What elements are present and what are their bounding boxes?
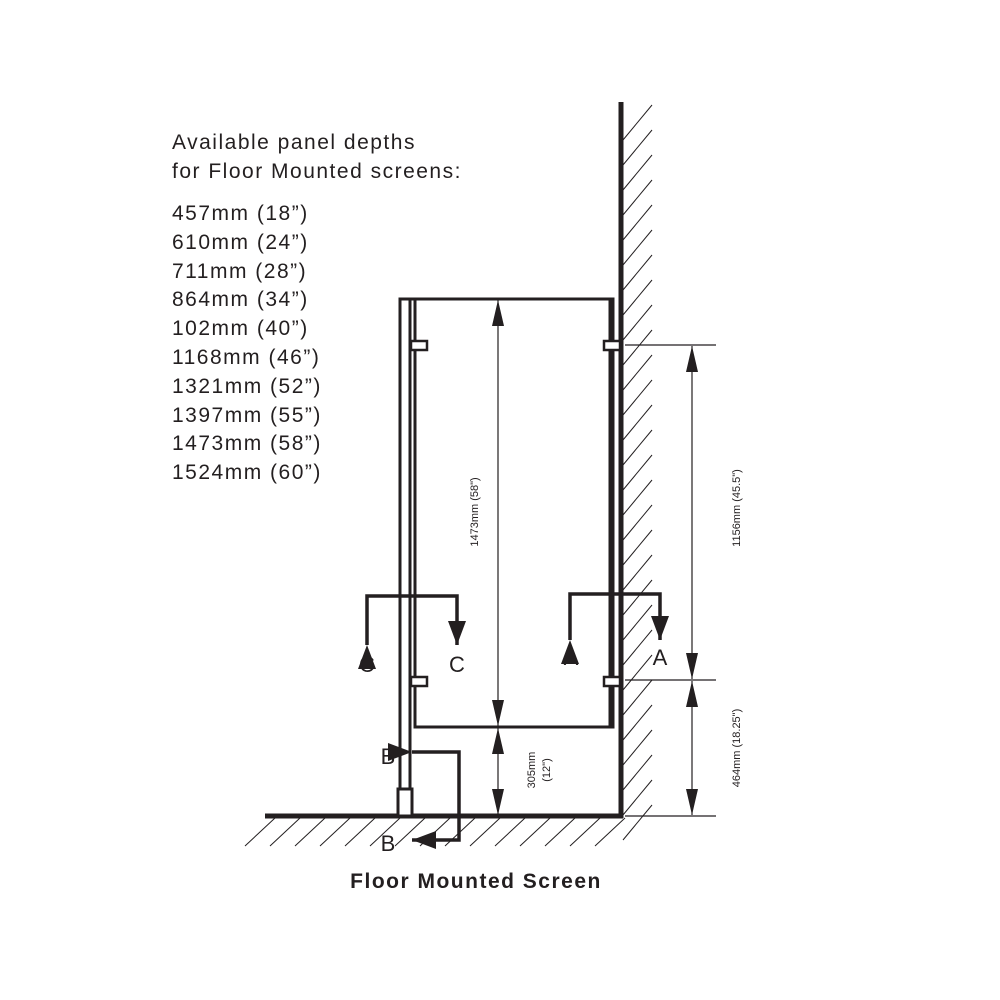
depth-item: 711mm (28”) <box>172 259 308 283</box>
hatch-line <box>544 817 576 847</box>
hatching <box>244 104 653 847</box>
depth-item: 1524mm (60”) <box>172 461 322 485</box>
section-c-label-left: C <box>359 652 375 677</box>
depth-item: 457mm (18”) <box>172 202 309 225</box>
hatch-line <box>419 817 451 847</box>
hatch-line <box>622 279 653 316</box>
hatch-line <box>622 804 653 841</box>
post <box>396 297 414 818</box>
section-c-label-right: C <box>449 652 465 677</box>
depth-item: 1321mm (52”) <box>172 374 322 398</box>
hatch-line <box>622 579 653 616</box>
hatch-line <box>622 104 653 141</box>
panel-height-label: 1473mm (58") <box>469 477 481 546</box>
hatch-line <box>622 479 653 516</box>
hatch-line <box>622 704 653 741</box>
hatch-line <box>319 817 351 847</box>
heading-line-1: Available panel depths <box>172 131 416 154</box>
hatch-line <box>622 154 653 191</box>
section-a-label-right: A <box>653 645 668 670</box>
hatch-line <box>622 454 653 491</box>
hatch-line <box>469 817 501 847</box>
dimension-lines <box>492 300 716 817</box>
hatch-line <box>622 429 653 466</box>
section-b-label-bottom: B <box>381 831 396 856</box>
hatch-line <box>622 229 653 266</box>
hatch-line <box>294 817 326 847</box>
hatch-line <box>569 817 601 847</box>
hatch-line <box>494 817 526 847</box>
hatch-line <box>244 817 276 847</box>
brackets <box>409 339 622 688</box>
hatch-line <box>622 254 653 291</box>
depth-item: 1397mm (55”) <box>172 403 322 427</box>
depth-item: 864mm (34”) <box>172 288 309 312</box>
hatch-line <box>622 204 653 241</box>
hatch-line <box>622 304 653 341</box>
diagram-caption: Floor Mounted Screen <box>350 870 602 893</box>
depth-item: 1473mm (58”) <box>172 432 322 456</box>
depth-item: 102mm (40”) <box>172 317 309 341</box>
hatch-line <box>394 817 426 847</box>
depths-heading: Available panel depths for Floor Mounted… <box>172 128 462 186</box>
hatch-line <box>344 817 376 847</box>
hatch-line <box>519 817 551 847</box>
depth-list: 457mm (18”) 610mm (24”) 711mm (28”) 864m… <box>172 200 322 488</box>
hatch-line <box>622 379 653 416</box>
hatch-line <box>622 179 653 216</box>
hatch-line <box>622 754 653 791</box>
depth-item: 610mm (24”) <box>172 230 309 254</box>
hatch-line <box>622 504 653 541</box>
bracket-height-label: 464mm (18.25") <box>731 709 743 788</box>
hatch-line <box>622 404 653 441</box>
panel <box>410 297 615 729</box>
section-arrows <box>358 592 669 849</box>
section-b-label-top: B <box>381 744 396 769</box>
floor-gap-label: 305mm <box>526 752 538 789</box>
hatch-line <box>622 679 653 716</box>
hatch-line <box>622 529 653 566</box>
hatch-line <box>622 554 653 591</box>
heading-line-2: for Floor Mounted screens: <box>172 160 462 183</box>
hatch-line <box>622 329 653 366</box>
hatch-line <box>269 817 301 847</box>
hatch-line <box>622 354 653 391</box>
hatch-line <box>594 817 626 847</box>
depth-item: 1168mm (46”) <box>172 345 321 369</box>
hatch-line <box>622 129 653 166</box>
hatch-line <box>622 729 653 766</box>
bracket-spacing-label: 1156mm (45.5") <box>731 469 743 547</box>
floor-gap-inch-label: (12") <box>541 758 553 781</box>
section-a-label-left: A <box>564 645 579 670</box>
hatch-line <box>622 779 653 816</box>
